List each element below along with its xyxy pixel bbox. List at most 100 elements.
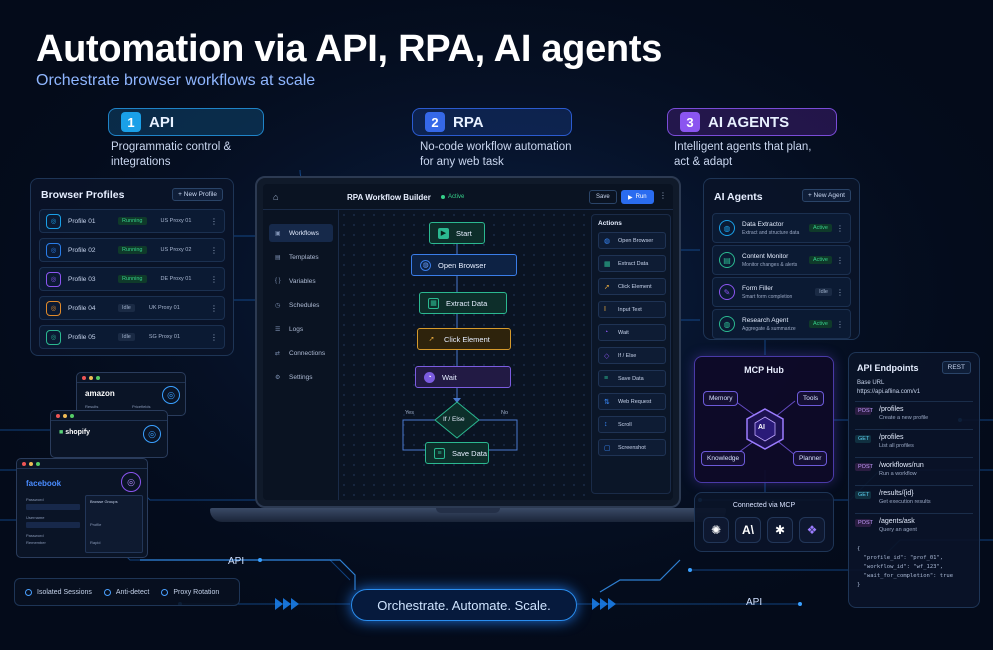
nav-item-logs[interactable]: ☰Logs xyxy=(269,320,333,338)
branch-yes-label: Yes xyxy=(405,410,414,416)
flow-node-wait[interactable]: ◔Wait xyxy=(415,366,511,388)
mcp-node-knowledge[interactable]: Knowledge xyxy=(701,451,746,466)
flow-node-extract-data[interactable]: ▦Extract Data xyxy=(419,292,507,314)
more-icon[interactable]: ⋮ xyxy=(210,216,218,226)
status-dot-icon xyxy=(441,195,445,199)
mini-input[interactable] xyxy=(26,504,80,510)
desc-line: No-code workflow automation xyxy=(420,141,572,153)
mcp-node-tools[interactable]: Tools xyxy=(797,391,825,406)
save-button[interactable]: Save xyxy=(589,190,617,204)
nav-item-connections[interactable]: ⇄Connections xyxy=(269,344,333,362)
more-icon[interactable]: ⋮ xyxy=(836,223,844,233)
action-item[interactable]: ◔Wait xyxy=(598,324,666,341)
action-item[interactable]: ◇If / Else xyxy=(598,347,666,364)
flow-node-click-element[interactable]: ➚Click Element xyxy=(417,328,511,350)
pillar-ai-agents: 3 AI AGENTS xyxy=(667,108,837,136)
node-label-ifelse[interactable]: If / Else xyxy=(443,416,465,423)
endpoint-path: /agents/ask xyxy=(879,518,915,525)
run-button[interactable]: ▶Run xyxy=(621,190,654,204)
window-titlebar xyxy=(77,373,185,383)
fingerprint-icon: ◎ xyxy=(162,386,180,404)
action-item[interactable]: ⇅Web Request xyxy=(598,393,666,410)
nav-item-workflows[interactable]: ▣Workflows xyxy=(269,224,333,242)
monitor-icon: ▤ xyxy=(719,252,735,268)
amazon-browser-window[interactable]: amazon Results Pricefields ◎ xyxy=(76,372,186,416)
more-icon[interactable]: ⋮ xyxy=(659,191,667,200)
more-icon[interactable]: ⋮ xyxy=(836,255,844,265)
logs-icon: ☰ xyxy=(275,326,281,333)
endpoint-row[interactable]: GET/results/{id}Get execution results xyxy=(855,485,973,513)
action-item[interactable]: ≡Save Data xyxy=(598,370,666,387)
http-method-badge: GET xyxy=(855,435,871,443)
status-badge: Idle xyxy=(118,333,135,341)
database-icon: ≡ xyxy=(434,447,445,459)
flow-node-start[interactable]: ▶Start xyxy=(429,222,485,244)
close-dot-icon xyxy=(56,413,60,418)
more-icon[interactable]: ⋮ xyxy=(210,303,218,313)
more-icon[interactable]: ⋮ xyxy=(836,319,844,329)
legend-item: Proxy Rotation xyxy=(161,588,220,596)
more-icon[interactable]: ⋮ xyxy=(210,332,218,342)
legend-label: Anti-detect xyxy=(115,588,150,596)
legend-label: Proxy Rotation xyxy=(173,588,220,596)
workflow-canvas[interactable]: ▶Start ◍Open Browser ▦Extract Data ➚Clic… xyxy=(339,210,587,500)
mcp-node-memory[interactable]: Memory xyxy=(703,391,739,406)
pillar-rpa: 2 RPA xyxy=(412,108,572,136)
node-label: Click Element xyxy=(444,334,490,344)
request-icon: ⇅ xyxy=(604,398,610,406)
mcp-node-planner[interactable]: Planner xyxy=(793,451,828,466)
facebook-browser-window[interactable]: facebook ◎ Password Username Password Re… xyxy=(16,458,148,558)
proxy-label: US Proxy 02 xyxy=(160,247,192,253)
gear-icon: ⚙ xyxy=(275,374,281,381)
action-item[interactable]: ◍Open Browser xyxy=(598,232,666,249)
action-item[interactable]: ↕Scroll xyxy=(598,416,666,433)
shopify-browser-window[interactable]: ■ shopify ◎ xyxy=(50,410,168,458)
new-profile-button[interactable]: + New Profile xyxy=(172,188,223,201)
nav-item-settings[interactable]: ⚙Settings xyxy=(269,368,333,386)
http-method-badge: GET xyxy=(855,491,871,499)
mini-label: Rapid xyxy=(90,540,101,545)
nav-item-variables[interactable]: { }Variables xyxy=(269,272,333,290)
request-code-sample: { "profile_id": "prof_01", "workflow_id"… xyxy=(857,546,954,588)
scroll-icon: ↕ xyxy=(604,421,608,428)
flow-node-open-browser[interactable]: ◍Open Browser xyxy=(411,254,517,276)
nav-item-schedules[interactable]: ◷Schedules xyxy=(269,296,333,314)
flow-node-save-data[interactable]: ≡Save Data xyxy=(425,442,489,464)
page-subtitle: Orchestrate browser workflows at scale xyxy=(36,72,316,89)
more-icon[interactable]: ⋮ xyxy=(210,245,218,255)
close-dot-icon xyxy=(82,375,86,380)
endpoint-text: /results/{id}Get execution results xyxy=(879,490,931,505)
pillar-label: API xyxy=(149,113,175,131)
profile-name: Profile 05 xyxy=(68,333,96,341)
action-item[interactable]: ▦Extract Data xyxy=(598,255,666,272)
mini-input[interactable] xyxy=(26,522,80,528)
action-item[interactable]: ➚Click Element xyxy=(598,278,666,295)
nav-item-templates[interactable]: ▤Templates xyxy=(269,248,333,266)
clock-icon: ◔ xyxy=(424,371,435,383)
pillar-api: 1 API xyxy=(108,108,264,136)
panel-title: Browser Profiles xyxy=(41,189,125,201)
http-method-badge: POST xyxy=(855,407,873,415)
action-item[interactable]: ▢Screenshot xyxy=(598,439,666,456)
http-method-badge: POST xyxy=(855,463,873,471)
more-icon[interactable]: ⋮ xyxy=(836,287,844,297)
home-icon[interactable]: ⌂ xyxy=(273,192,279,202)
new-agent-button[interactable]: + New Agent xyxy=(801,189,851,202)
more-icon[interactable]: ⋮ xyxy=(210,274,218,284)
mini-label: Password xyxy=(26,497,44,502)
